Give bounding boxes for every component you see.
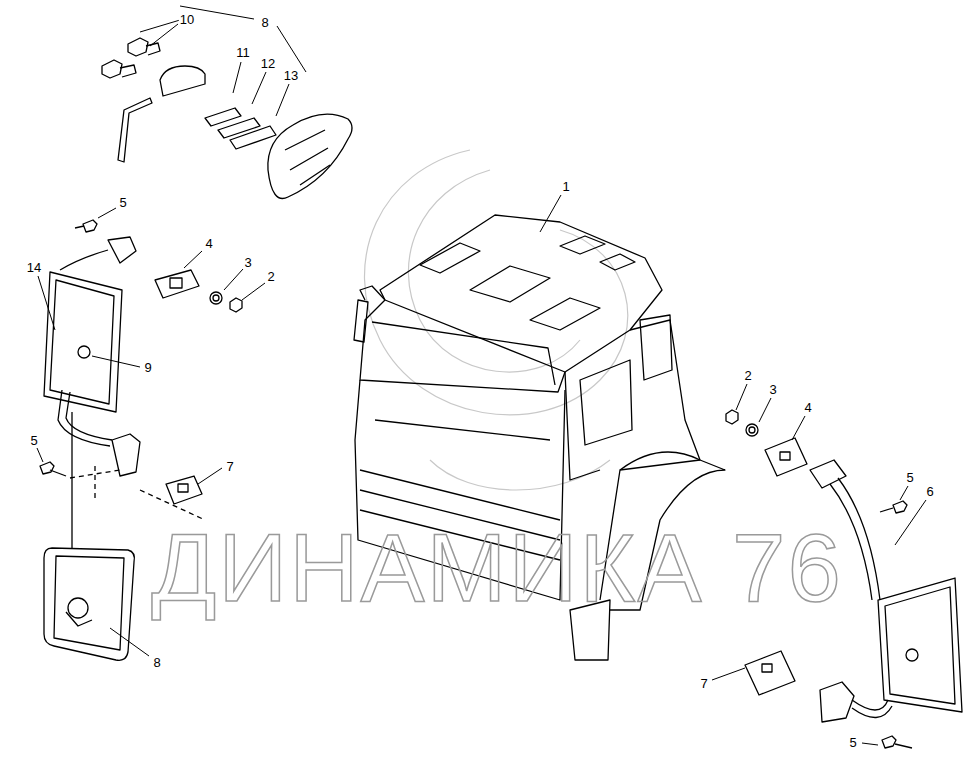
callout-number: 5 xyxy=(29,433,38,448)
callout-number: 8 xyxy=(152,655,161,670)
callout-number: 6 xyxy=(925,484,934,499)
callout-number: 1 xyxy=(561,179,570,194)
callout-number: 8 xyxy=(260,15,269,30)
callout-number: 11 xyxy=(235,45,251,60)
callout-number: 5 xyxy=(848,735,857,750)
callout-number: 4 xyxy=(803,400,812,415)
callout-number: 2 xyxy=(266,269,275,284)
callout-number: 3 xyxy=(243,255,252,270)
callout-number: 5 xyxy=(118,195,127,210)
callout-number: 14 xyxy=(26,260,42,275)
callout-number: 7 xyxy=(225,459,234,474)
leader-lines xyxy=(37,6,926,745)
watermark: ДИНАМИКА 76 xyxy=(151,518,843,618)
lower-mirror xyxy=(44,548,134,660)
callout-number: 10 xyxy=(179,12,195,27)
callout-number: 12 xyxy=(260,56,276,71)
callout-number: 7 xyxy=(699,676,708,691)
callout-number: 4 xyxy=(204,236,213,251)
callout-number: 2 xyxy=(743,368,752,383)
callout-number: 9 xyxy=(143,360,152,375)
callout-number: 5 xyxy=(905,470,914,485)
watermark-logo xyxy=(364,150,627,490)
lamp-kit xyxy=(102,38,352,198)
left-mirror xyxy=(40,220,242,548)
callout-number: 13 xyxy=(283,68,299,83)
callout-number: 3 xyxy=(768,382,777,397)
